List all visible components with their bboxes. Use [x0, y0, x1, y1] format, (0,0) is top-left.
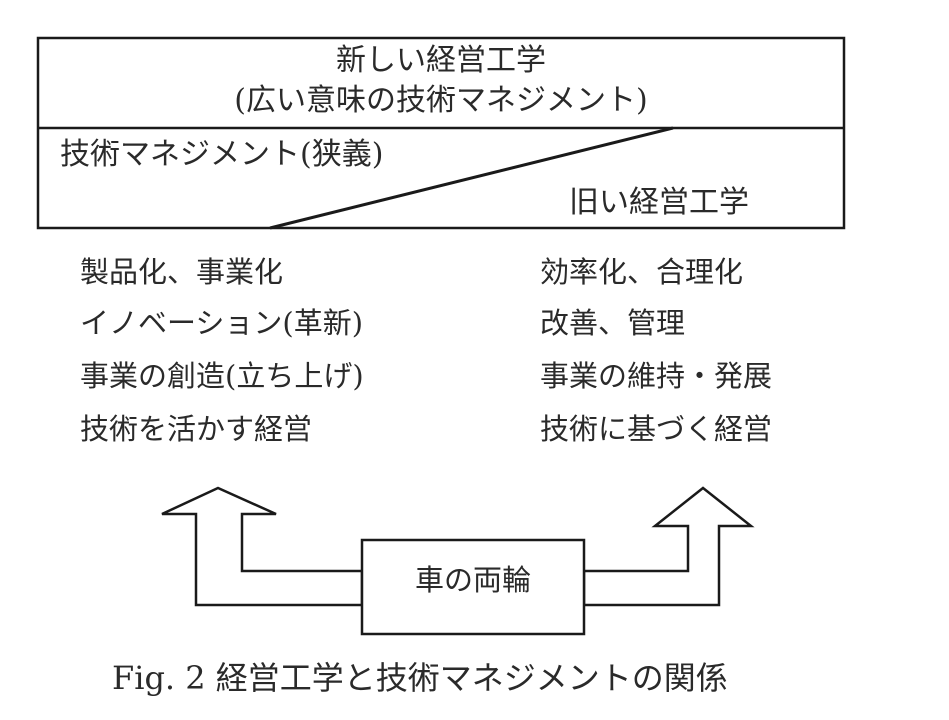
left-list-item: 技術を活かす経営 — [80, 412, 313, 446]
top-title-line2: (広い意味の技術マネジメント) — [234, 83, 648, 118]
figure-caption: Fig. 2 経営工学と技術マネジメントの関係 — [112, 659, 728, 697]
left-arrow — [161, 486, 364, 607]
old-engineering-label: 旧い経営工学 — [569, 185, 749, 220]
center-box — [360, 538, 586, 636]
right-arrow — [582, 486, 755, 607]
left-list-item: 製品化、事業化 — [80, 255, 284, 289]
center-box-label: 車の両輪 — [414, 563, 531, 597]
outer-frame — [36, 36, 846, 230]
right-list-item: 改善、管理 — [540, 306, 686, 340]
right-list-item: 技術に基づく経営 — [540, 412, 773, 446]
left-list-item: 事業の創造(立ち上げ) — [80, 359, 364, 393]
mot-narrow-label: 技術マネジメント(狭義) — [60, 137, 384, 172]
diagonal-separator — [269, 126, 674, 230]
right-list-item: 効率化、合理化 — [540, 255, 744, 289]
left-list-item: イノベーション(革新) — [80, 306, 364, 340]
top-title-line1: 新しい経営工学 — [336, 43, 546, 78]
right-list-item: 事業の維持・発展 — [540, 359, 773, 393]
